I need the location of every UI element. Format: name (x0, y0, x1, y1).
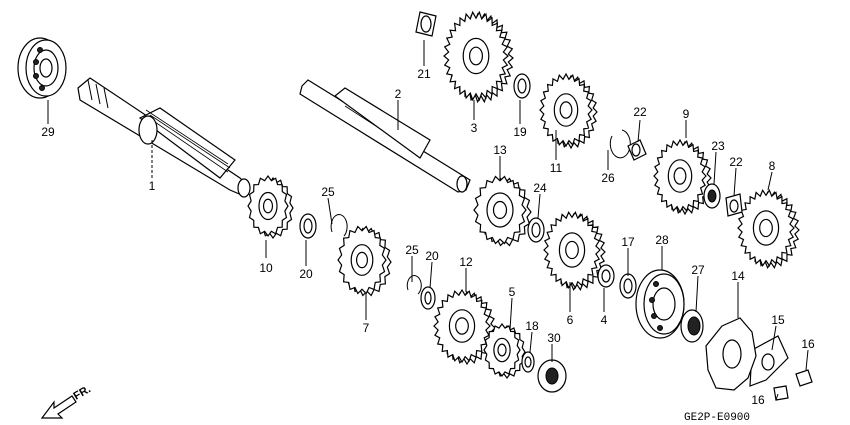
callout-1: 1 (149, 179, 156, 193)
part-2-countershaft (299, 79, 471, 193)
part-5-gear (483, 322, 526, 380)
diagram-code: GE2P-E0900 (684, 412, 750, 424)
callout-7: 7 (363, 321, 370, 335)
callout-5: 5 (509, 285, 516, 299)
callout-29: 29 (41, 125, 55, 139)
part-13-gear (473, 175, 532, 247)
callout-2: 2 (395, 87, 402, 101)
callout-20-left: 20 (299, 267, 313, 281)
callout-25-lower: 25 (405, 243, 419, 257)
leader-lines (47, 40, 809, 401)
callout-30: 30 (547, 331, 561, 345)
callout-6: 6 (567, 313, 574, 327)
callout-28: 28 (655, 233, 669, 247)
callout-12: 12 (459, 255, 473, 269)
callout-3: 3 (471, 121, 478, 135)
callout-16-bottom: 16 (751, 393, 765, 407)
gears-layer (247, 10, 800, 380)
callout-10: 10 (259, 261, 273, 275)
part-10-gear (247, 174, 294, 240)
callout-23: 23 (711, 139, 725, 153)
callout-24: 24 (533, 181, 547, 195)
part-3-gear (443, 10, 514, 104)
part-9-gear (653, 138, 712, 216)
callout-22-lower: 22 (729, 155, 743, 169)
part-6-gear (543, 210, 606, 292)
callout-9: 9 (683, 107, 690, 121)
callout-19: 19 (513, 125, 527, 139)
callout-11: 11 (550, 161, 563, 175)
callout-15: 15 (771, 313, 785, 327)
callout-20-right: 20 (425, 249, 439, 263)
callout-25-upper: 25 (321, 185, 335, 199)
callout-8: 8 (769, 159, 776, 173)
part-11-gear (539, 72, 598, 150)
callout-13: 13 (493, 143, 507, 157)
callout-4: 4 (601, 313, 608, 327)
callout-labels: 29 1 2 21 3 19 11 22 26 9 23 22 8 13 24 … (41, 67, 815, 407)
callout-27: 27 (691, 263, 705, 277)
callout-18: 18 (525, 319, 539, 333)
washers-and-clips (299, 11, 813, 401)
part-7-gear (337, 225, 392, 297)
callout-22-upper: 22 (633, 105, 647, 119)
front-direction-indicator: FR. (40, 383, 93, 419)
callout-26: 26 (601, 171, 615, 185)
callout-17: 17 (621, 235, 635, 249)
front-label: FR. (72, 383, 93, 402)
callout-21: 21 (417, 67, 431, 81)
part-12-gear (433, 288, 496, 366)
callout-16-right: 16 (801, 337, 815, 351)
part-8-gear (737, 188, 800, 270)
front-arrow-icon (40, 395, 77, 419)
part-1-main-shaft (77, 77, 251, 198)
part-29-bearing (17, 37, 67, 99)
callout-14: 14 (731, 269, 745, 283)
